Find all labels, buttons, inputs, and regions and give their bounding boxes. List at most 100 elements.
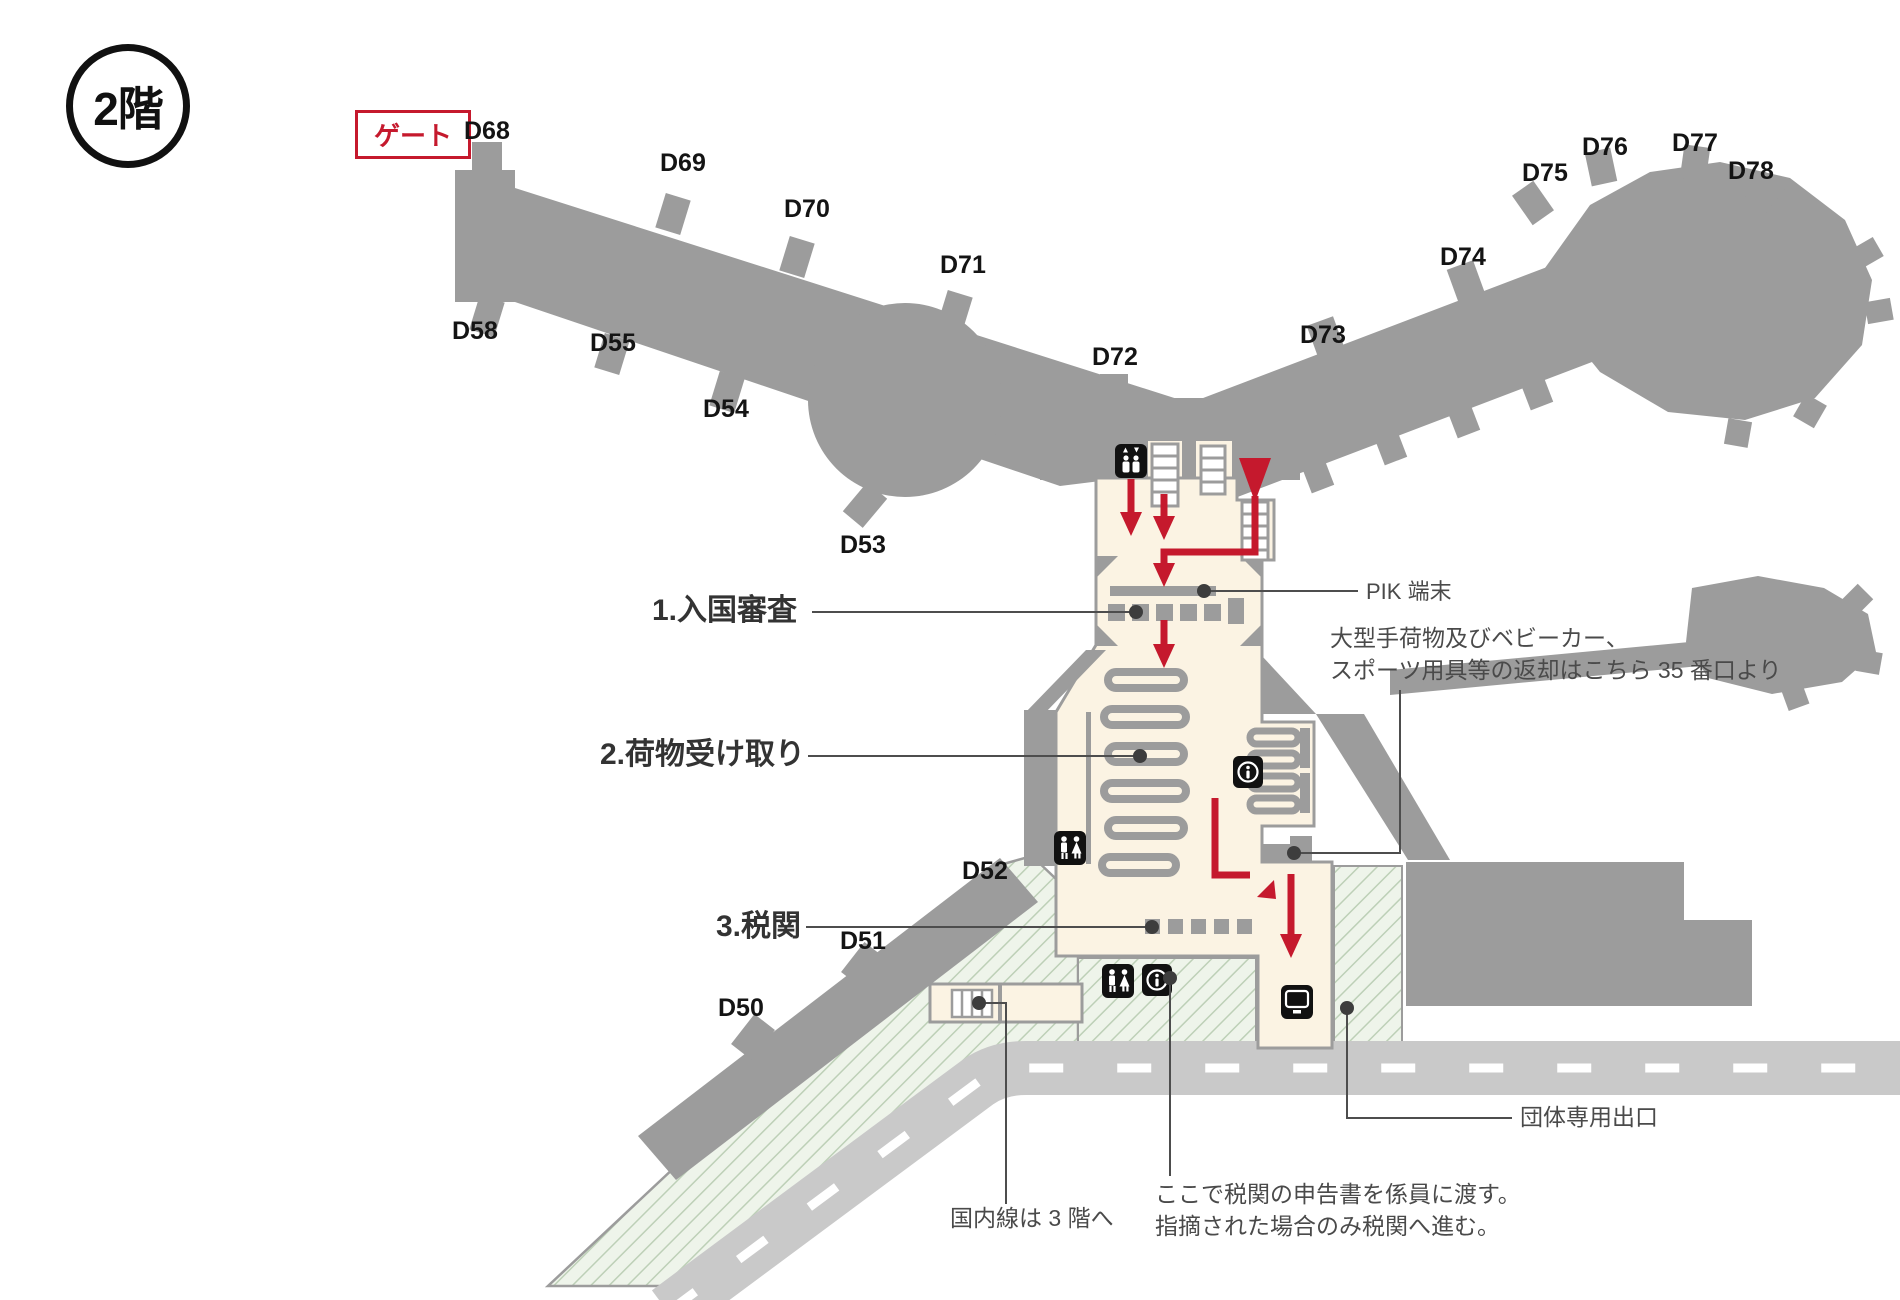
gate-label-d75: D75: [1522, 159, 1568, 187]
gate-stub-d50: [731, 1014, 775, 1060]
gate-label-d58: D58: [452, 317, 498, 345]
hall-east-chamfer: [1262, 656, 1316, 714]
gate-label-d52: D52: [962, 857, 1008, 885]
gate-label-d50: D50: [718, 994, 764, 1022]
flow-arrowhead: [1120, 512, 1142, 536]
east-pier-arm: [1190, 264, 1592, 501]
flow-segment: [1211, 798, 1250, 879]
apron-southeast: [1333, 865, 1403, 1051]
leader-domestic: [979, 1002, 1007, 1204]
step-label-baggage-claim: 2.荷物受け取り: [600, 738, 806, 771]
small-pier-tooth-2: [1855, 649, 1883, 675]
east-diagonal-wall: [1316, 714, 1450, 860]
dot-customs: [1145, 920, 1159, 934]
dot-domestic: [972, 996, 986, 1010]
immigration-booth: [1180, 604, 1197, 621]
southeast-block: [1406, 862, 1752, 1006]
customs-booth: [1168, 919, 1183, 934]
leader-oversize: [1296, 690, 1401, 854]
hall-west-chamfer: [1024, 650, 1106, 714]
leader-lines: [806, 590, 1512, 1204]
pik-counter: [1110, 586, 1216, 596]
south-pier: [638, 858, 1038, 1180]
baggage-carousel: [1098, 853, 1180, 877]
dot-pik: [1197, 584, 1211, 598]
gate-label-d71: D71: [940, 251, 986, 279]
information-icon: [1233, 756, 1263, 788]
gate-stub-d76: [1584, 147, 1618, 187]
gate-stub-d72: [1100, 374, 1128, 396]
gate-stub-d58: [469, 294, 505, 338]
step-label-customs: 3.税関: [716, 910, 802, 943]
gate-label-d54: D54: [703, 395, 749, 423]
annotation-group-exit: 団体専用出口: [1520, 1104, 1658, 1130]
stairs-icon: [1199, 444, 1227, 496]
annotation-customs-note-line2: 指摘された場合のみ税関へ進む。: [1155, 1213, 1500, 1239]
belt35-step: [1290, 836, 1312, 846]
gate-label-d78: D78: [1728, 157, 1774, 185]
annotation-oversize-line1: 大型手荷物及びベビーカー、: [1330, 625, 1629, 651]
arrival-flow-path: [1120, 458, 1302, 958]
dot-immigration: [1129, 605, 1143, 619]
step-label-immigration: 1.入国審査: [652, 594, 798, 627]
gate-stub-d70: [779, 235, 815, 279]
immigration-wedge-1: [1096, 556, 1118, 578]
annotation-customs-note-line1: ここで税関の申告書を係員に渡す。: [1155, 1181, 1521, 1207]
kiosk-icon: [1281, 985, 1313, 1019]
immigration-booth: [1204, 604, 1221, 621]
gate-label-d68: D68: [464, 117, 510, 145]
gate-stub-d78: [1744, 171, 1786, 215]
sawtooth-1: [1301, 458, 1335, 494]
west-junction-rotunda: [808, 303, 1002, 497]
satellite-tooth-2: [1864, 297, 1894, 325]
gate-label-d74: D74: [1440, 243, 1486, 271]
access-road: [651, 1041, 1900, 1300]
gate-label-d73: D73: [1300, 321, 1346, 349]
gate-label-d53: D53: [840, 531, 886, 559]
baggage-carousel: [1100, 779, 1190, 803]
sawtooth-2: [1374, 430, 1408, 466]
small-pier-tooth-3: [1780, 680, 1810, 712]
immigration-booth: [1156, 604, 1173, 621]
annotation-pik-terminal: PIK 端末: [1366, 579, 1452, 604]
sawtooth-3: [1447, 403, 1481, 439]
leader-dots: [972, 584, 1354, 1015]
annotation-oversize-line2: スポーツ用具等の返却はこちら 35 番口より: [1330, 657, 1782, 683]
immigration-wedge-4: [1240, 624, 1262, 646]
gate-legend: ゲート: [355, 110, 472, 159]
toilet-icon: [1102, 964, 1134, 998]
immigration-booth-block: [1228, 598, 1244, 624]
satellite-tooth-3: [1793, 393, 1827, 429]
terminal-structure: [455, 142, 1894, 1180]
dot-baggage: [1133, 749, 1147, 763]
gate-stub-d69: [655, 192, 691, 236]
floor-badge: 2階: [66, 44, 190, 168]
gate-stub-d51: [841, 942, 885, 988]
gate-stub-d73: [1306, 316, 1346, 360]
flow-arrowhead: [1153, 516, 1175, 540]
sawtooth-4: [1520, 375, 1554, 411]
satellite-tooth-1: [1850, 236, 1884, 270]
pictograms: [1054, 444, 1313, 1019]
east-satellite: [1545, 162, 1872, 420]
gate-stub-d68: [472, 142, 502, 174]
gate-label-d72: D72: [1092, 343, 1138, 371]
gate-stub-d71: [937, 289, 973, 333]
toilet-icon: [1054, 831, 1086, 865]
gate-stub-d74: [1446, 260, 1486, 304]
southeast-small-pier: [1686, 576, 1876, 694]
gate-label-d76: D76: [1582, 133, 1628, 161]
customs-booth: [1214, 919, 1229, 934]
gate-label-d51: D51: [840, 927, 886, 955]
flow-arrowhead-diagonal: [1257, 880, 1276, 899]
elevator-icon: [1115, 444, 1147, 478]
small-pier-tooth-1: [1840, 583, 1874, 617]
baggage-carousel: [1104, 816, 1188, 840]
flow-arrowhead: [1153, 644, 1175, 668]
annotation-domestic-transfer: 国内線は 3 階へ: [950, 1205, 1114, 1231]
hall-inner-wall: [1086, 712, 1091, 864]
gate-label-d77: D77: [1672, 129, 1718, 157]
gate-stub-d75: [1512, 180, 1554, 226]
